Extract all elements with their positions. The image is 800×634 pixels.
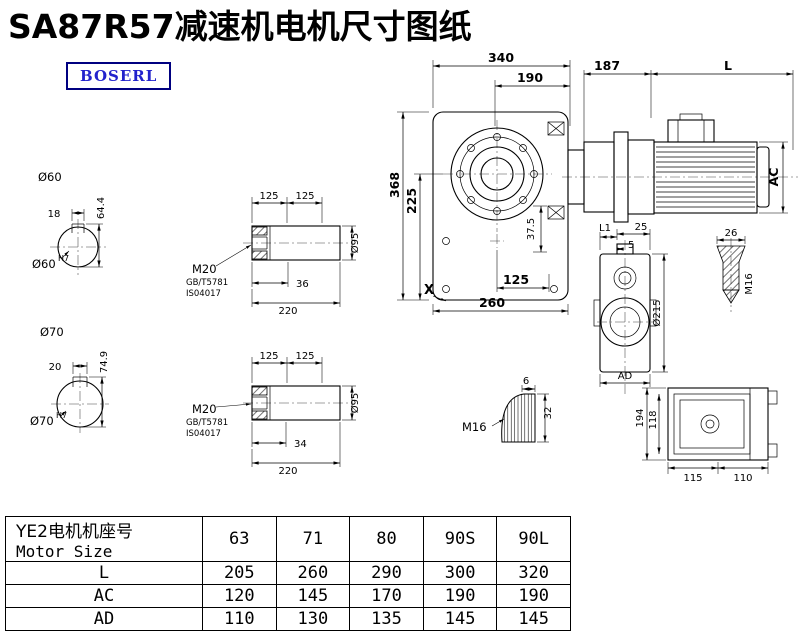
table-row-AD: AD 110 130 135 145 145 bbox=[5, 607, 571, 631]
value-AD-4: 145 bbox=[496, 607, 571, 631]
dim-194: 194 bbox=[635, 408, 646, 427]
dim-shaft70-key-width: 20 bbox=[49, 362, 62, 373]
dim-shaft60-total-height: 64.4 bbox=[96, 197, 107, 219]
plug-detail-view: 26 M16 bbox=[716, 228, 755, 312]
dim-shaft60-dia: Ø60 bbox=[38, 170, 62, 184]
size-col-71: 71 bbox=[275, 516, 351, 562]
value-L-4: 320 bbox=[496, 561, 571, 585]
label-plug-thread-M16: M16 bbox=[744, 273, 755, 294]
table-row-AC: AC 120 145 170 190 190 bbox=[5, 584, 571, 608]
dim-motor-length-L: L bbox=[724, 58, 732, 73]
row-label-L: L bbox=[5, 561, 203, 585]
label-detail2-std1: GB/T5781 bbox=[186, 418, 228, 428]
dim-AD: AD bbox=[618, 371, 633, 382]
label-detail1-thread: M20 bbox=[192, 262, 217, 276]
label-detail2-std2: IS04017 bbox=[186, 429, 221, 439]
value-AC-2: 170 bbox=[349, 584, 424, 608]
dim-6: 6 bbox=[523, 376, 529, 387]
dim-368: 368 bbox=[387, 172, 402, 198]
dim-118: 118 bbox=[648, 410, 659, 429]
dim-187: 187 bbox=[594, 58, 620, 73]
header-motor-size-cell: YE2电机机座号 Motor Size bbox=[5, 516, 203, 562]
dim-detail2-dia: Ø95 bbox=[349, 393, 361, 414]
page-title: SA87R57减速机电机尺寸图纸 bbox=[8, 7, 472, 46]
dim-detail2-key-len: 34 bbox=[294, 439, 307, 450]
header-motor-size-cn: YE2电机机座号 bbox=[16, 522, 133, 542]
dim-115: 115 bbox=[683, 473, 702, 484]
shaft-key-detail-bottom-view: 125 125 M20 GB/T5781 IS04017 34 220 Ø95 bbox=[186, 351, 361, 477]
dim-190: 190 bbox=[517, 70, 543, 85]
dim-225: 225 bbox=[404, 188, 419, 214]
table-header-row: YE2电机机座号 Motor Size 63 71 80 90S 90L bbox=[5, 516, 571, 562]
size-col-90L: 90L bbox=[496, 516, 571, 562]
dim-125-bottom: 125 bbox=[503, 272, 529, 287]
value-L-3: 300 bbox=[422, 561, 498, 585]
value-AC-3: 190 bbox=[422, 584, 498, 608]
label-detail1-std2: IS04017 bbox=[186, 289, 221, 299]
key-cone-detail-view: 6 32 M16 bbox=[462, 376, 554, 443]
label-shaft60-bore: Ø60 bbox=[32, 257, 56, 271]
value-L-2: 290 bbox=[349, 561, 424, 585]
dim-26: 26 bbox=[725, 228, 738, 239]
header-motor-size-en: Motor Size bbox=[16, 542, 113, 561]
shaft-key-detail-top-view: 125 125 M20 GB/T5781 IS04017 36 220 Ø95 bbox=[186, 191, 361, 317]
boserl-logo: BOSERL bbox=[66, 62, 172, 90]
value-AC-0: 120 bbox=[202, 584, 277, 608]
label-detail2-thread: M20 bbox=[192, 402, 217, 416]
dim-5: 5 bbox=[628, 240, 634, 251]
dim-detail1-125b: 125 bbox=[295, 191, 314, 202]
value-AD-2: 135 bbox=[349, 607, 424, 631]
row-label-AC: AC bbox=[5, 584, 203, 608]
dim-L1: L1 bbox=[599, 223, 611, 234]
dim-detail1-length: 220 bbox=[278, 306, 297, 317]
logo-text: BOSERL bbox=[80, 67, 158, 85]
table-row-L: L 205 260 290 300 320 bbox=[5, 561, 571, 585]
dim-260: 260 bbox=[479, 295, 505, 310]
dim-flange-dia-215: Ø215 bbox=[651, 300, 663, 327]
dim-110: 110 bbox=[733, 473, 752, 484]
dim-shaft70-dia: Ø70 bbox=[40, 325, 64, 339]
value-AD-3: 145 bbox=[422, 607, 498, 631]
dim-37-5: 37.5 bbox=[526, 218, 537, 240]
dim-detail1-125a: 125 bbox=[259, 191, 278, 202]
label-key-thread-M16: M16 bbox=[462, 420, 487, 434]
shaft-section-70-view: Ø70 20 74.9 Ø70 H7 bbox=[30, 325, 110, 433]
size-col-80: 80 bbox=[349, 516, 424, 562]
dim-detail1-dia: Ø95 bbox=[349, 233, 361, 254]
dim-shaft60-key-width: 18 bbox=[48, 209, 61, 220]
size-col-90S: 90S bbox=[422, 516, 498, 562]
value-L-1: 260 bbox=[275, 561, 351, 585]
value-AC-1: 145 bbox=[275, 584, 351, 608]
gearbox-front-view: 340 190 368 225 37.5 125 260 X bbox=[387, 50, 571, 315]
dim-shaft70-total-height: 74.9 bbox=[99, 351, 110, 373]
label-detail1-std1: GB/T5781 bbox=[186, 278, 228, 288]
motor-side-view: 187 L AC bbox=[562, 58, 798, 223]
dim-32: 32 bbox=[543, 407, 554, 420]
shaft-section-60-view: Ø60 18 64.4 Ø60 H7 bbox=[32, 170, 107, 275]
dim-25: 25 bbox=[635, 222, 648, 233]
label-shaft70-bore: Ø70 bbox=[30, 414, 54, 428]
label-shaft60-bore-tol: H7 bbox=[58, 254, 69, 263]
dim-340: 340 bbox=[488, 50, 514, 65]
motor-size-table: YE2电机机座号 Motor Size 63 71 80 90S 90L L 2… bbox=[5, 516, 571, 631]
value-L-0: 205 bbox=[202, 561, 277, 585]
row-label-AD: AD bbox=[5, 607, 203, 631]
dim-motor-dia-AC: AC bbox=[766, 168, 781, 187]
dim-detail1-key-len: 36 bbox=[296, 279, 309, 290]
gearbox-output-side-view: L1 25 5 Ø215 AD bbox=[593, 222, 668, 395]
dim-detail2-125b: 125 bbox=[295, 351, 314, 362]
size-col-63: 63 bbox=[202, 516, 277, 562]
value-AD-0: 110 bbox=[202, 607, 277, 631]
section-mark-x: X bbox=[424, 283, 434, 298]
dim-detail2-125a: 125 bbox=[259, 351, 278, 362]
value-AC-4: 190 bbox=[496, 584, 571, 608]
value-AD-1: 130 bbox=[275, 607, 351, 631]
motor-rear-view: 194 118 115 110 bbox=[635, 387, 778, 484]
dim-detail2-length: 220 bbox=[278, 466, 297, 477]
